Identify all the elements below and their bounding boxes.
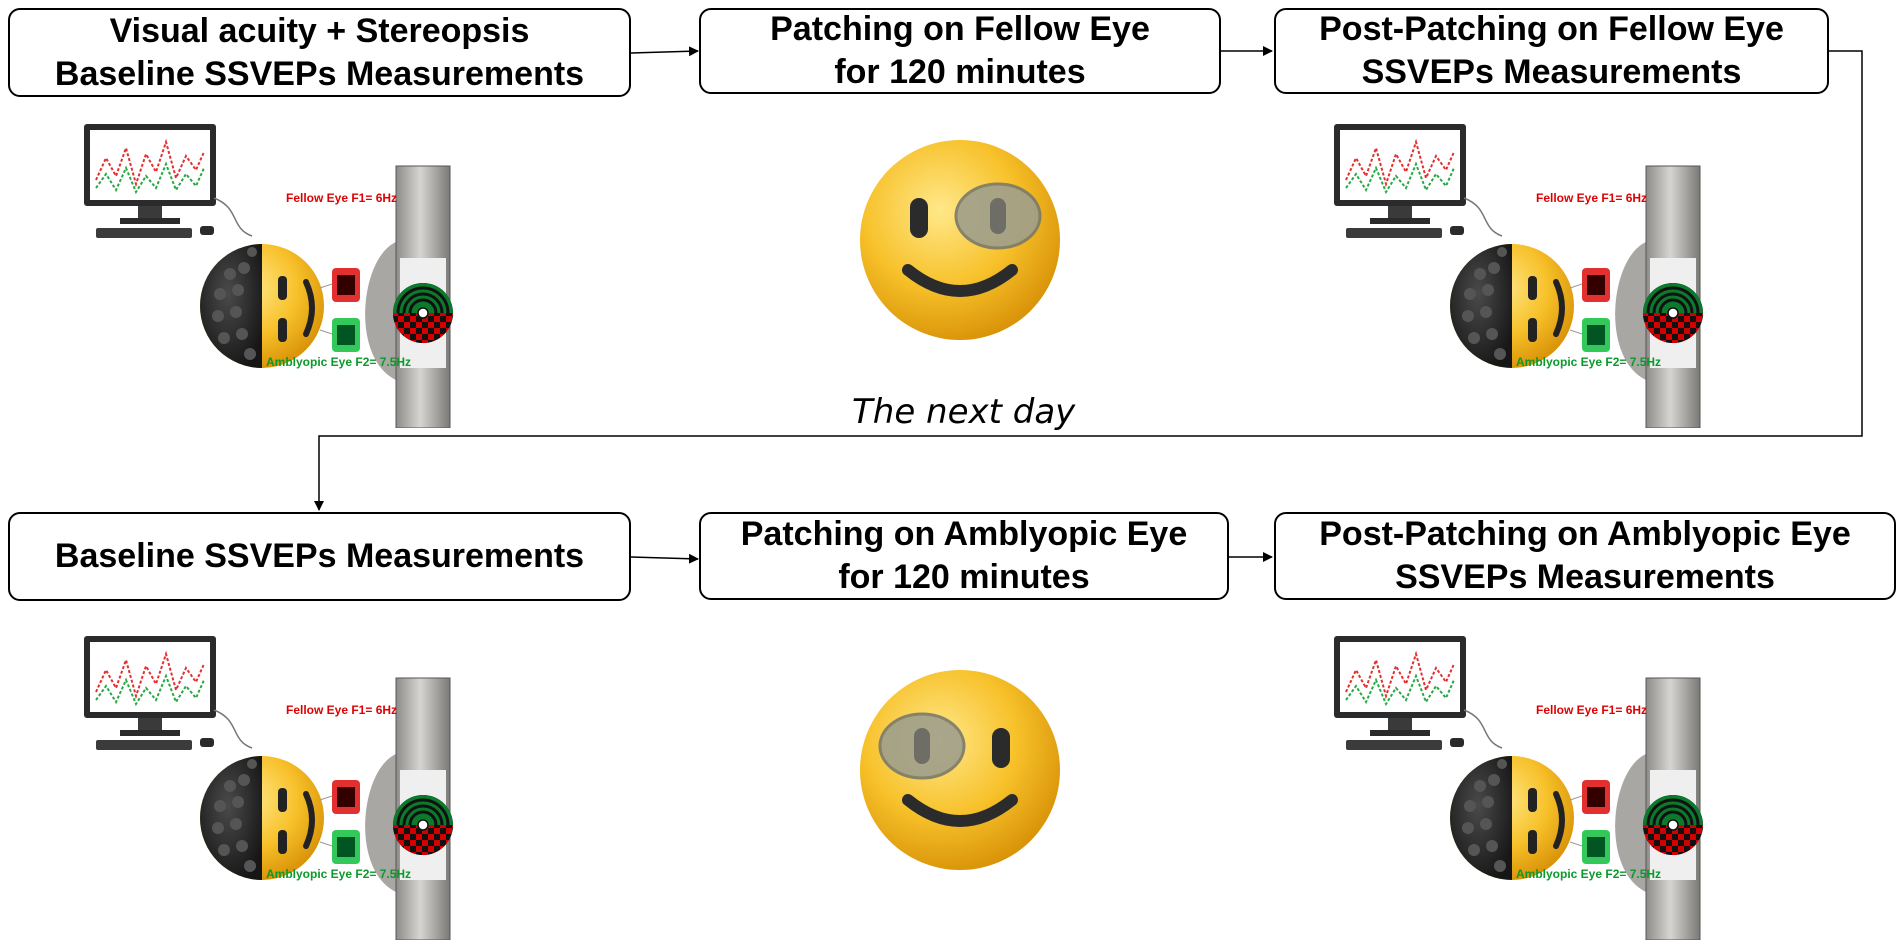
step-baseline-acuity: Visual acuity + Stereopsis Baseline SSVE… <box>8 8 631 97</box>
step-text-line2: SSVEPs Measurements <box>1395 558 1775 596</box>
ssvep-setup-icon: Fellow Eye F1= 6Hz Amblyopic Eye F2= 7.5… <box>1330 630 1790 940</box>
amblyopic-eye-label: Amblyopic Eye F2= 7.5Hz <box>266 867 411 881</box>
step-patching-amblyopic: Patching on Amblyopic Eye for 120 minute… <box>699 512 1229 600</box>
smiley-eyepatch-left-icon <box>860 670 1060 870</box>
fellow-eye-label: Fellow Eye F1= 6Hz <box>286 191 397 205</box>
step-text-line2: for 120 minutes <box>838 558 1090 596</box>
ssvep-setup-icon: Fellow Eye F1= 6Hz Amblyopic Eye F2= 7.5… <box>80 118 540 428</box>
arrow-s3-s4 <box>314 50 1863 511</box>
fellow-eye-label: Fellow Eye F1= 6Hz <box>286 703 397 717</box>
step-patching-fellow: Patching on Fellow Eye for 120 minutes <box>699 8 1221 94</box>
fellow-eye-label: Fellow Eye F1= 6Hz <box>1536 703 1647 717</box>
step-text-line2: Baseline SSVEPs Measurements <box>54 54 585 93</box>
step-text-line2: for 120 minutes <box>834 53 1086 91</box>
step-post-patching-fellow: Post-Patching on Fellow Eye SSVEPs Measu… <box>1274 8 1829 94</box>
step-text-line1: Post-Patching on Amblyopic Eye <box>1319 515 1851 553</box>
step-baseline-day2: Baseline SSVEPs Measurements <box>8 512 631 601</box>
step-text-line1: Patching on Fellow Eye <box>770 10 1150 48</box>
step-text-line2: SSVEPs Measurements <box>1361 53 1742 91</box>
step-text-line1: Visual acuity + Stereopsis <box>109 11 530 50</box>
amblyopic-eye-label: Amblyopic Eye F2= 7.5Hz <box>1516 867 1661 881</box>
smiley-eyepatch-right-icon <box>860 140 1060 340</box>
fellow-eye-label: Fellow Eye F1= 6Hz <box>1536 191 1647 205</box>
step-text-line1: Baseline SSVEPs Measurements <box>54 537 585 575</box>
arrow-s4-s5 <box>630 553 699 564</box>
arrow-s1-s2 <box>630 46 699 57</box>
step-post-patching-amblyopic: Post-Patching on Amblyopic Eye SSVEPs Me… <box>1274 512 1896 600</box>
ssvep-setup-icon: Fellow Eye F1= 6Hz Amblyopic Eye F2= 7.5… <box>1330 118 1790 428</box>
step-text-line1: Patching on Amblyopic Eye <box>740 515 1188 553</box>
amblyopic-eye-label: Amblyopic Eye F2= 7.5Hz <box>266 355 411 369</box>
ssvep-setup-icon: Fellow Eye F1= 6Hz Amblyopic Eye F2= 7.5… <box>80 630 540 940</box>
step-text-line1: Post-Patching on Fellow Eye <box>1319 10 1784 48</box>
transition-note: The next day <box>852 392 1076 432</box>
amblyopic-eye-label: Amblyopic Eye F2= 7.5Hz <box>1516 355 1661 369</box>
